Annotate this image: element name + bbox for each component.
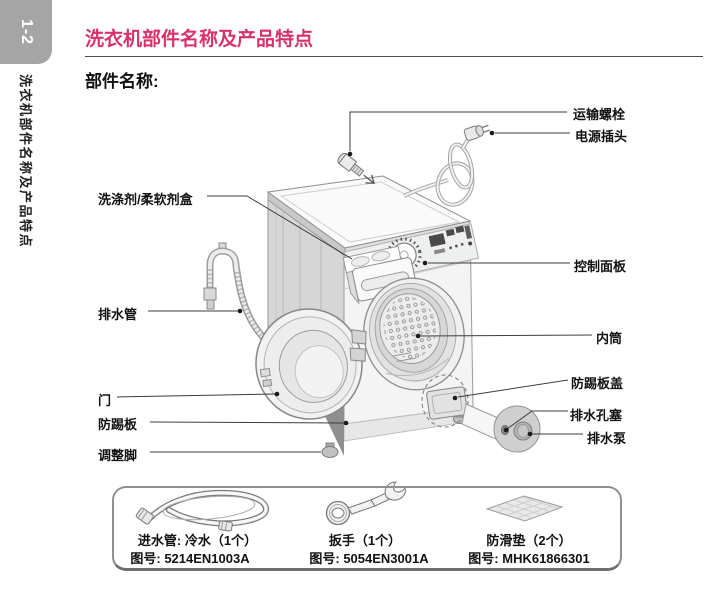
leader-dots bbox=[237, 130, 533, 437]
kick-cover-art bbox=[421, 374, 469, 428]
label-transport-bolt: 运输螺栓 bbox=[573, 107, 626, 122]
accessory-part-no: 图号: 5054EN3001A bbox=[309, 551, 429, 566]
label-kick-plate-cover: 防踢板盖 bbox=[571, 376, 624, 391]
label-drain-hole-plug: 排水孔塞 bbox=[570, 408, 623, 423]
label-detergent-box: 洗涤剂/柔软剂盒 bbox=[98, 192, 193, 207]
door-art bbox=[255, 308, 367, 420]
page-index-tab: 1-2 bbox=[0, 0, 52, 64]
label-inner-drum: 内筒 bbox=[596, 331, 623, 346]
label-drain-hose: 排水管 bbox=[98, 307, 138, 322]
accessory-part-no: 图号: MHK61866301 bbox=[468, 551, 590, 566]
label-adjustable-feet: 调整脚 bbox=[98, 448, 138, 463]
title-divider bbox=[85, 56, 703, 57]
inlet-hose-icon bbox=[135, 489, 269, 532]
power-cord-art bbox=[403, 124, 491, 207]
accessory-name: 防滑垫（2个） bbox=[486, 533, 572, 548]
wrench-icon bbox=[325, 481, 406, 526]
page-title: 洗衣机部件名称及产品特点 bbox=[85, 29, 314, 50]
label-control-panel: 控制面板 bbox=[574, 259, 627, 274]
accessories-box bbox=[112, 486, 622, 571]
pump-callout-art bbox=[461, 403, 541, 453]
leader-lines bbox=[116, 111, 593, 453]
drum-art bbox=[363, 277, 465, 391]
label-door: 门 bbox=[98, 393, 112, 408]
accessory-name: 进水管: 冷水（1个） bbox=[137, 533, 258, 548]
accessory-part-no: 图号: 5214EN1003A bbox=[130, 551, 250, 566]
section-heading: 部件名称: bbox=[85, 72, 159, 91]
label-kick-plate: 防踢板 bbox=[98, 417, 138, 432]
accessory-name: 扳手（1个） bbox=[328, 533, 402, 548]
label-power-plug: 电源插头 bbox=[575, 129, 628, 144]
label-drain-pump: 排水泵 bbox=[587, 431, 627, 446]
transport-bolt-icon bbox=[337, 152, 375, 184]
anti-slip-pad-icon bbox=[485, 495, 564, 522]
